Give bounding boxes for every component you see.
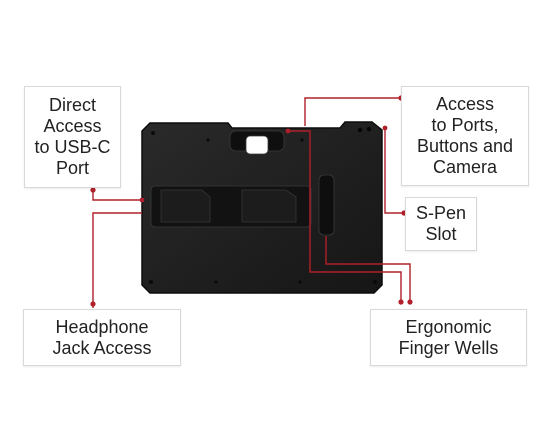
label-line: to Ports, [431, 115, 499, 135]
callout-dot [285, 128, 291, 134]
screw-hole [149, 280, 153, 284]
label-line: Buttons and [416, 136, 514, 156]
camera-window [245, 135, 269, 155]
label-line: Port [55, 158, 89, 178]
screw-hole [206, 138, 210, 142]
label-usb-c-access: Direct Access to USB-C Port [24, 86, 121, 188]
label-line: Camera [432, 157, 498, 177]
finger-well-right [241, 189, 297, 223]
corner-hole [366, 126, 372, 132]
label-finger-wells: Ergonomic Finger Wells [370, 309, 527, 366]
callout-dot [382, 125, 388, 131]
screw-hole [214, 280, 218, 284]
screw-hole [373, 280, 377, 284]
label-line: Direct [48, 95, 96, 115]
label-line: Jack Access [52, 337, 152, 358]
label-line: S-Pen [415, 203, 467, 223]
callout-spen [384, 128, 404, 214]
callout-usb [92, 190, 142, 201]
screw-hole [151, 131, 155, 135]
label-line: Slot [425, 224, 457, 244]
callout-dot [90, 301, 96, 307]
callout-dot [407, 299, 413, 305]
label-spen-slot: S-Pen Slot [405, 197, 477, 251]
label-line: to USB-C [34, 137, 111, 157]
callout-headphone [92, 212, 142, 308]
callout-wells-b [325, 236, 411, 300]
label-line: Finger Wells [398, 337, 499, 358]
label-line: Ergonomic [405, 316, 492, 337]
callout-ports [304, 97, 401, 126]
callout-dot [398, 299, 404, 305]
spen-slot [318, 174, 335, 236]
label-ports-buttons-camera: Access to Ports, Buttons and Camera [401, 86, 529, 186]
label-line: Access [43, 116, 102, 136]
label-headphone-jack: Headphone Jack Access [23, 309, 181, 366]
screw-hole [298, 280, 302, 284]
callout-lines [92, 97, 411, 308]
callout-wells-a [288, 130, 402, 300]
callout-dot [139, 197, 145, 203]
label-line: Headphone [55, 316, 149, 337]
callout-dot [90, 187, 96, 193]
label-line: Access [435, 94, 495, 114]
screw-hole [300, 138, 304, 142]
finger-well-left [160, 189, 211, 223]
corner-hole [357, 127, 363, 133]
